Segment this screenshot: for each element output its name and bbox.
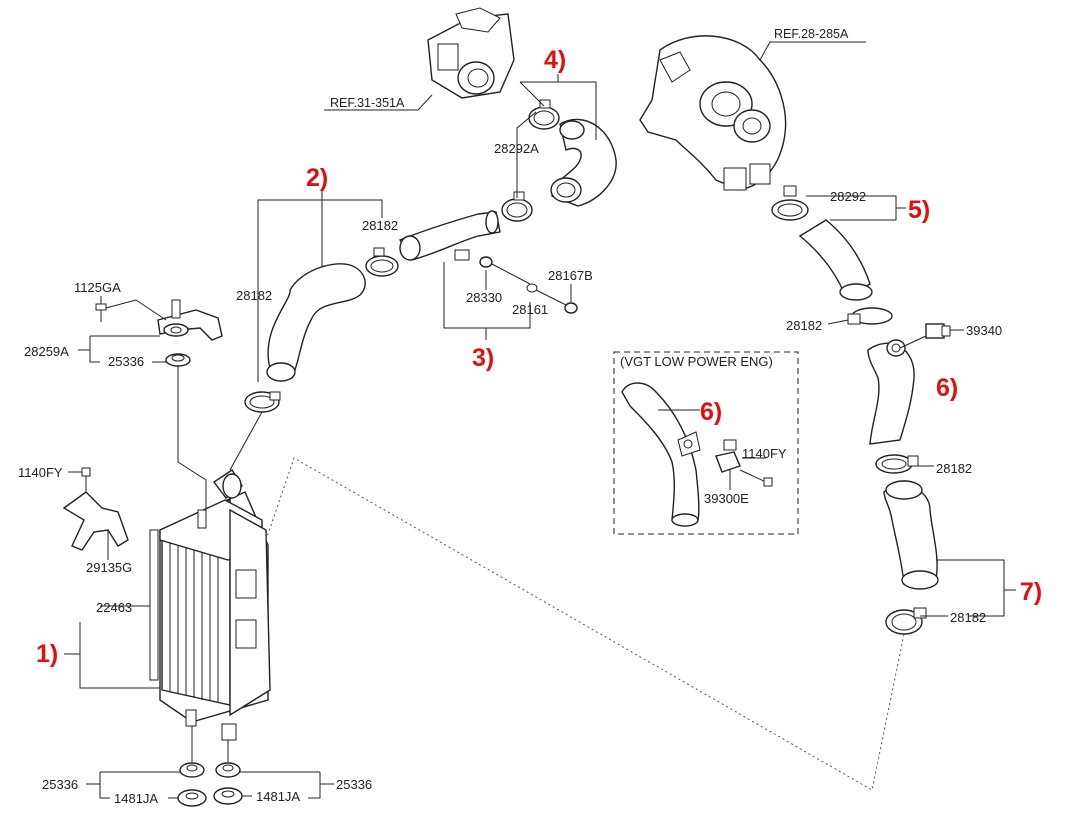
hose-group5 (798, 219, 873, 301)
label-29135g: 29135G (86, 560, 132, 575)
grommet-1481ja-right (213, 787, 243, 805)
pipe-group3 (398, 210, 501, 261)
clamp-28182 (365, 247, 399, 277)
label-1125ga: 1125GA (74, 280, 121, 295)
turbocharger (639, 35, 787, 191)
label-1140fy-left: 1140FY (18, 465, 63, 480)
label-28292: 28292 (830, 189, 866, 204)
clamp-28182-r1 (847, 307, 893, 325)
bracket-28259a (157, 299, 223, 341)
clamp-28292a-lower (501, 191, 533, 222)
group-label-6-box: 6) (700, 398, 722, 426)
label-25336-bottom-left: 25336 (42, 777, 78, 792)
sensor-39340 (925, 323, 951, 339)
label-25336-bottom-right: 25336 (336, 777, 372, 792)
sensor-39300e (715, 439, 741, 473)
vgt-box-title: (VGT LOW POWER ENG) (620, 354, 773, 369)
label-28292a: 28292A (494, 141, 539, 156)
vgt-box (613, 351, 799, 535)
label-25336-top: 25336 (108, 354, 144, 369)
label-28182-r1: 28182 (786, 318, 822, 333)
elbow-hose-group4 (550, 118, 617, 207)
group-number-labels: 1) 2) 3) 4) 5) 6) 6) 7) (36, 46, 1042, 668)
group-label-7: 7) (1020, 578, 1042, 606)
bolt-28167b (535, 289, 578, 314)
leader-lines (64, 41, 1016, 799)
throttle-body (427, 7, 515, 99)
label-28330: 28330 (466, 290, 502, 305)
clamp-28182-r2 (875, 454, 919, 474)
label-28182-r2: 28182 (936, 461, 972, 476)
sensor-28330 (479, 256, 531, 285)
group-label-3: 3) (472, 344, 494, 372)
label-28182-hose: 28182 (236, 288, 272, 303)
label-28182-clamp: 28182 (362, 218, 398, 233)
clamp-28292 (771, 185, 809, 221)
nut-25336-left (179, 762, 205, 778)
hose-group7 (883, 480, 939, 590)
label-39300e: 39300E (704, 491, 749, 506)
label-28167b: 28167B (548, 268, 593, 283)
ref-31-351a: REF.31-351A (330, 96, 405, 110)
clamp-lower-hose2 (244, 391, 281, 413)
pipe-group6 (867, 339, 915, 445)
label-1481ja-left: 1481JA (114, 791, 158, 806)
clamp-28292a-upper (528, 99, 560, 130)
seal-28161 (526, 283, 538, 293)
group-label-5: 5) (908, 196, 930, 224)
intercooler (149, 469, 271, 762)
hose-28182-group2 (266, 263, 366, 382)
label-28161: 28161 (512, 302, 548, 317)
group-label-1: 1) (36, 640, 58, 668)
clamp-28182-r3 (885, 607, 927, 635)
nut-25336-right (215, 762, 241, 778)
label-1481ja-right: 1481JA (256, 789, 300, 804)
label-1140fy-box: 1140FY (742, 446, 787, 461)
ref-labels: REF.31-351A REF.28-285A (330, 27, 849, 110)
label-22463: 22463 (96, 600, 132, 615)
label-39340: 39340 (966, 323, 1002, 338)
ref-28-285a: REF.28-285A (774, 27, 849, 41)
group-label-2: 2) (306, 164, 328, 192)
label-28182-r3: 28182 (950, 610, 986, 625)
label-28259a: 28259A (24, 344, 69, 359)
bracket-29135g (62, 467, 129, 551)
bolt-1140fy-box (739, 469, 773, 487)
group-label-4: 4) (544, 46, 566, 74)
bolt-1125ga (95, 303, 107, 322)
group-label-6: 6) (936, 374, 958, 402)
part-labels: 1125GA 28259A 25336 1140FY 29135G 22463 … (18, 141, 1002, 806)
grommet-25336-top (165, 353, 191, 367)
vgt-pipe (621, 382, 701, 527)
grommet-1481ja-left (177, 789, 207, 807)
